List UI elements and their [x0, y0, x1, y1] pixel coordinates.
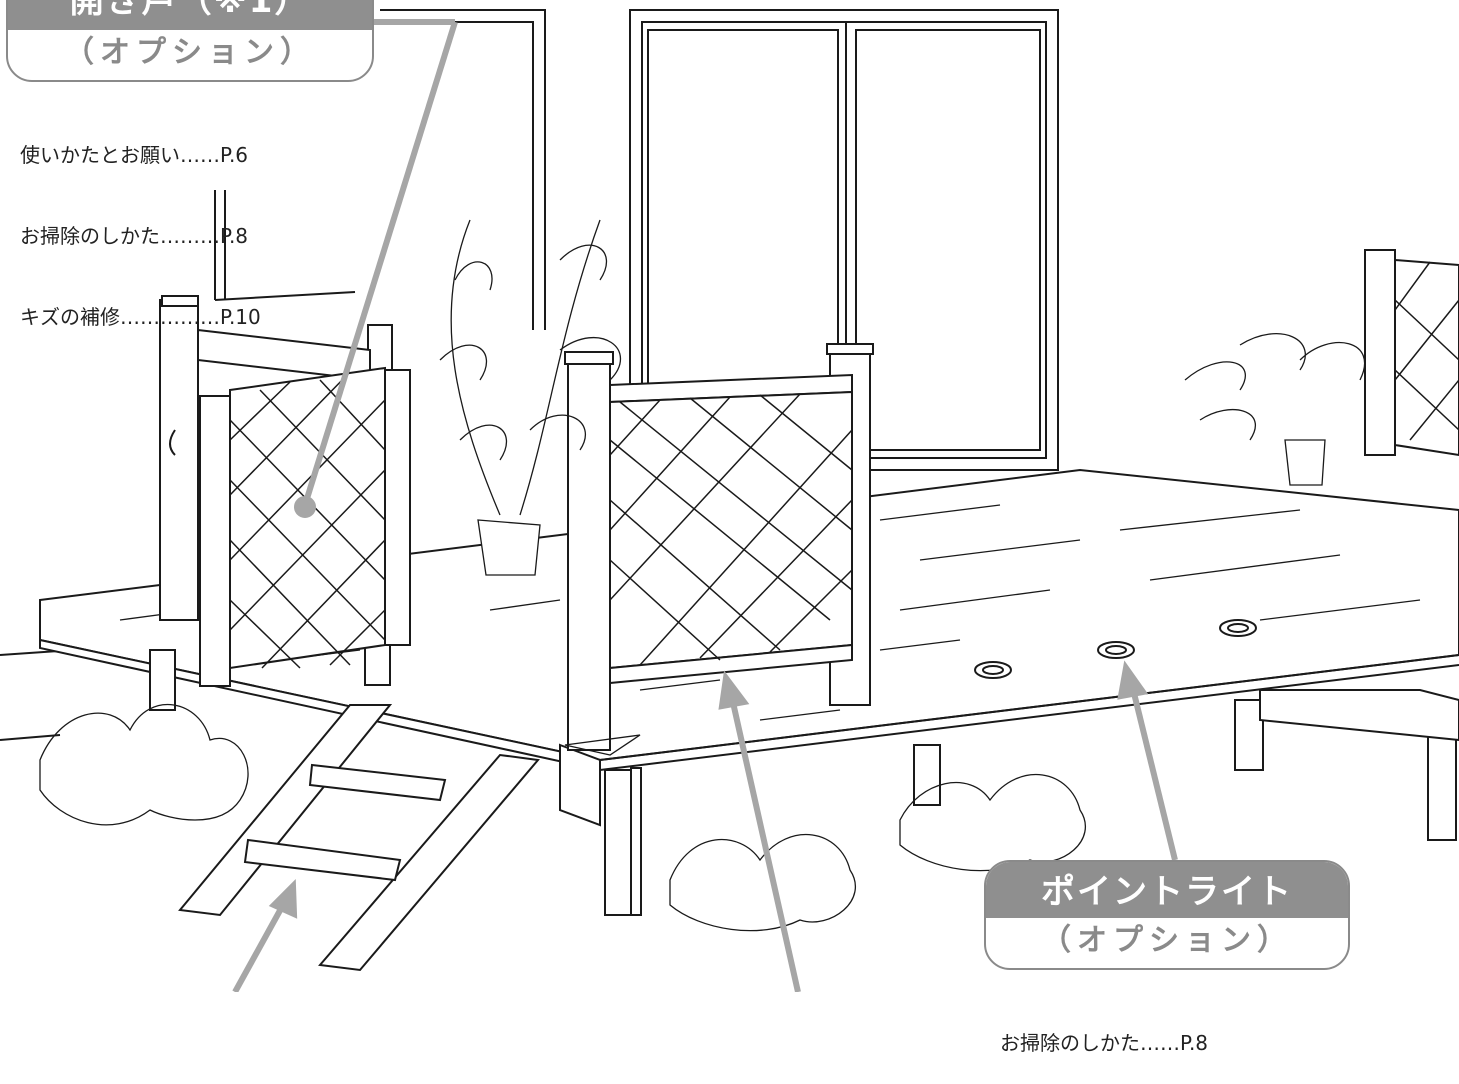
light-arrow-icon — [1117, 660, 1149, 700]
point-lights — [974, 619, 1257, 679]
gate-label-subtitle: （オプション） — [64, 35, 316, 70]
stairs-arrow-icon — [268, 879, 298, 919]
light-page-references: お掃除のしかた……P.8 — [1000, 976, 1208, 1084]
gate-page-references: 使いかたとお願い……P.6 お掃除のしかた………P.8 キズの補修……………P.… — [20, 88, 261, 358]
gate-pointer-line — [302, 21, 458, 506]
point-light-option-label: ポイントライト （オプション） — [984, 860, 1350, 970]
stairs-pointer-line — [232, 903, 286, 992]
ground-shrubs — [39, 703, 1087, 932]
light-ref-cleaning: お掃除のしかた……P.8 — [1000, 1031, 1209, 1055]
light-pointer-line — [1129, 684, 1178, 861]
gate-ref-cleaning: お掃除のしかた………P.8 — [20, 224, 249, 248]
center-lattice — [564, 343, 874, 756]
lattice-arrow-icon — [718, 670, 750, 710]
gate-pointer-dot — [294, 496, 316, 518]
gate-label-title: 開き戸（※1） — [8, 0, 372, 30]
lattice-pointer-line — [729, 697, 801, 992]
right-lattice — [1364, 249, 1459, 457]
light-label-subtitle: （オプション） — [1041, 923, 1293, 958]
gate-option-label: 開き戸（※1） （オプション） — [6, 0, 374, 82]
light-label-title: ポイントライト — [986, 862, 1348, 918]
potted-plant-center — [439, 219, 622, 576]
gate-lattice — [159, 295, 411, 687]
gate-ref-repair: キズの補修……………P.10 — [20, 305, 261, 329]
deck-stairs — [178, 704, 540, 972]
gate-ref-usage: 使いかたとお願い……P.6 — [20, 143, 249, 167]
deck-illustration — [0, 9, 1459, 992]
potted-plant-right — [1184, 333, 1366, 486]
deck-legs — [149, 639, 1459, 916]
